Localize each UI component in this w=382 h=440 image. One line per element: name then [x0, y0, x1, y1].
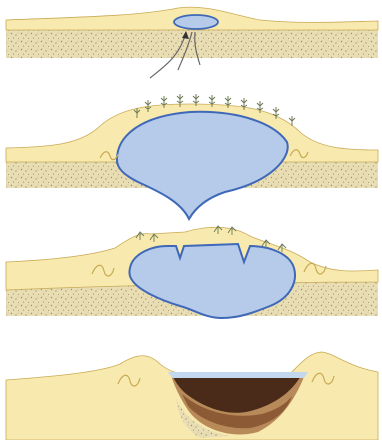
panel-stage-2	[6, 94, 378, 219]
panel-stage-1	[6, 7, 378, 78]
panel-stage-4	[6, 352, 378, 440]
ice-lens-small	[174, 15, 218, 29]
water-surface	[168, 372, 308, 378]
panel-stage-3	[6, 226, 378, 318]
ice-lens-large	[117, 112, 288, 219]
